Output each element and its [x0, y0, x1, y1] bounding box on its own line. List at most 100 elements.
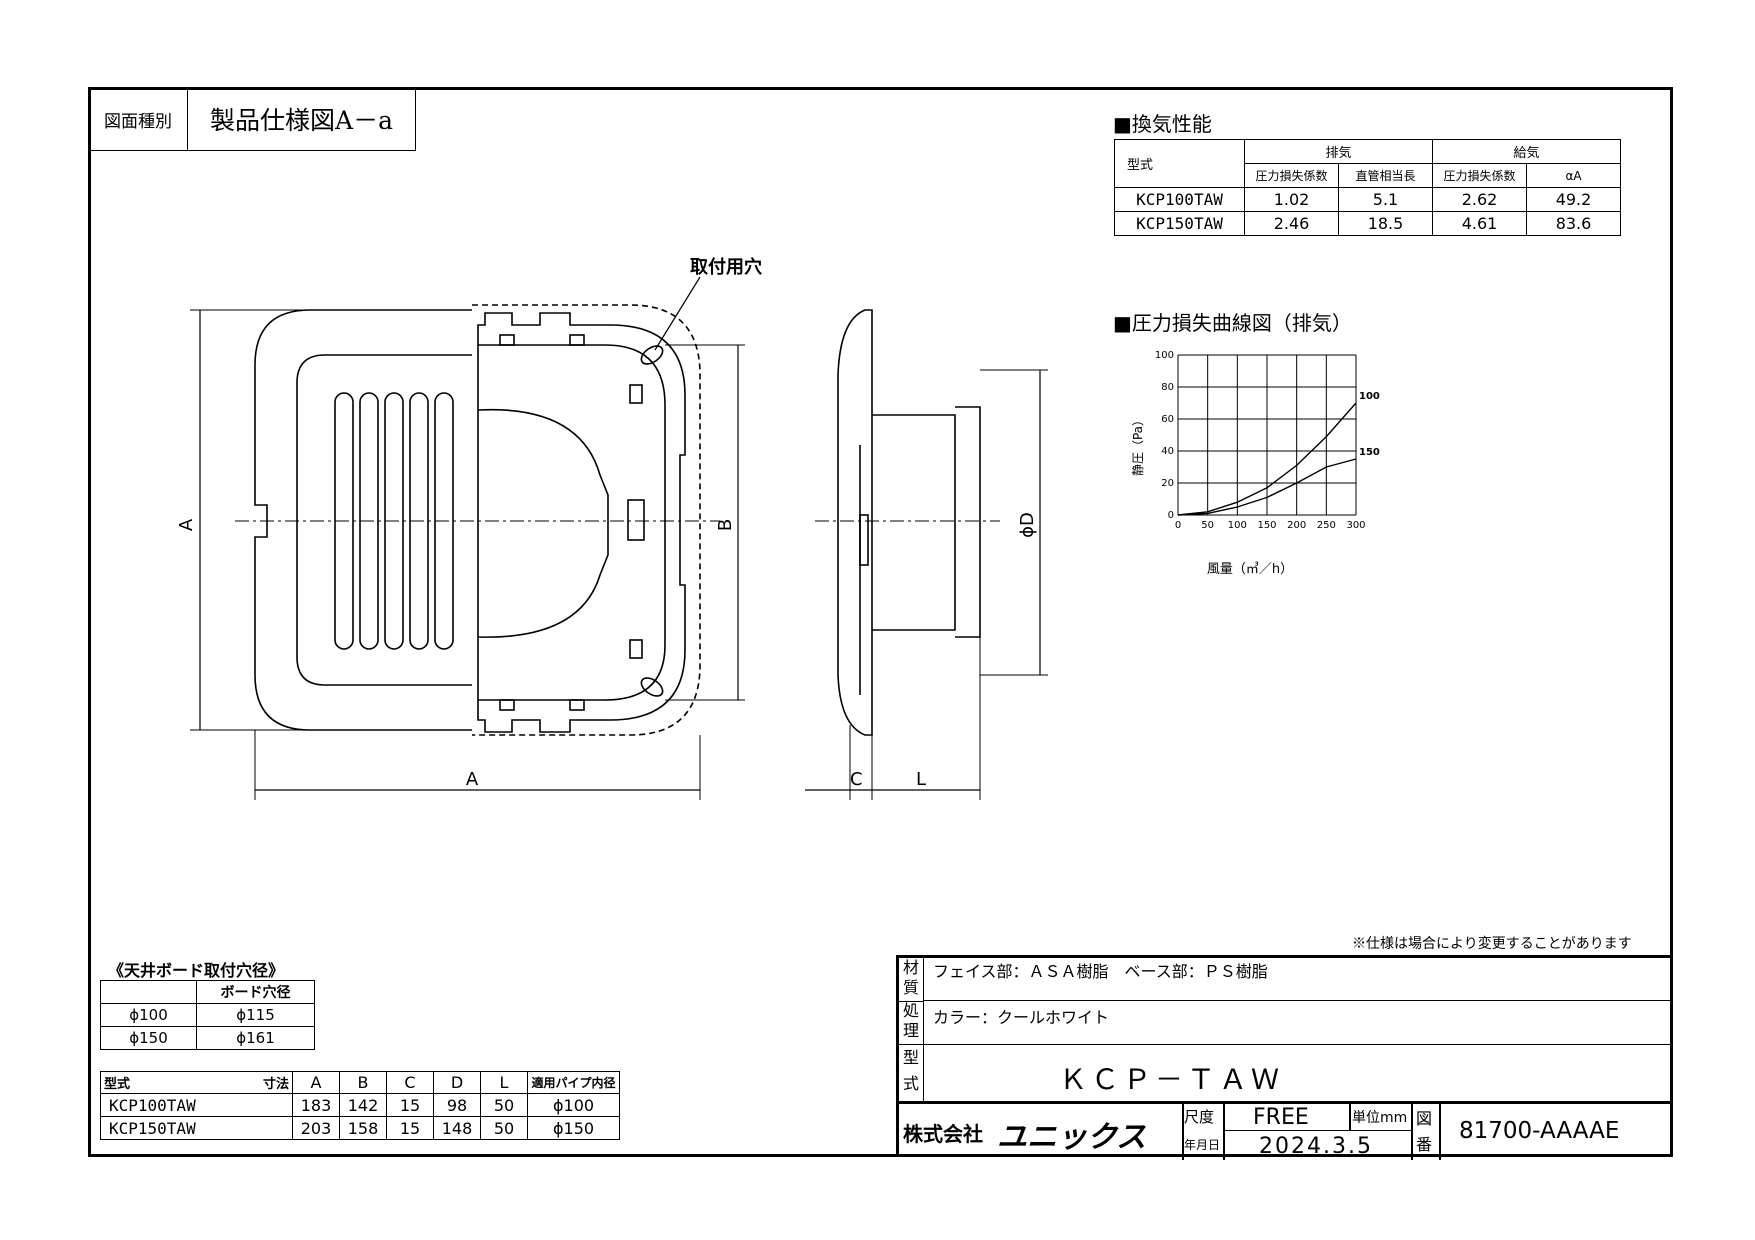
divider — [1411, 1104, 1413, 1160]
dims-cell: 142 — [339, 1093, 387, 1117]
slot — [629, 384, 643, 404]
divider — [923, 1000, 1673, 1001]
vent-cell: 2.62 — [1432, 187, 1527, 212]
product-drawing: 取付用穴 A B A ϕD C L — [176, 256, 1048, 800]
chart-x-tick: 100 — [1228, 520, 1247, 531]
title-block: 材質 フェイス部：ＡＳＡ樹脂 ベース部：ＰＳ樹脂 処理 カラー：クールホワイト … — [896, 955, 1673, 1160]
divider — [923, 1044, 1673, 1045]
dims-cell: 50 — [480, 1116, 528, 1140]
dim-label-A-vertical: A — [176, 518, 197, 531]
base-dashed-outline — [472, 304, 701, 736]
chart-x-tick: 150 — [1257, 520, 1276, 531]
dims-header: A — [292, 1071, 340, 1094]
dimension-table: 型式 寸法 A B C D L 適用パイプ内径 KCP100TAW 183 14… — [100, 1071, 620, 1140]
date-label: 年月日 — [1184, 1138, 1221, 1152]
mount-hole — [640, 677, 664, 697]
unit-label: 単位mm — [1352, 1110, 1408, 1126]
chart-y-tick: 20 — [1161, 478, 1174, 489]
vent-cell: 1.02 — [1244, 187, 1339, 212]
divider — [1439, 1104, 1441, 1160]
vent-cell: 49.2 — [1526, 187, 1621, 212]
table-row: KCP100TAW 1.02 5.1 2.62 49.2 — [1114, 187, 1621, 212]
side-view-duct — [872, 414, 956, 631]
dims-corner-cell: 型式 寸法 — [100, 1071, 293, 1094]
chart-series-line — [1177, 402, 1357, 516]
table-row: KCP150TAW 2.46 18.5 4.61 83.6 — [1114, 211, 1621, 236]
outer-frame-outline — [254, 309, 472, 731]
dim-label-D: ϕD — [1017, 512, 1038, 538]
date-value: 2024.3.5 — [1259, 1134, 1373, 1159]
vent-header-supply: 給気 — [1432, 139, 1621, 164]
duct-opening-arc — [477, 408, 609, 638]
vent-cell: KCP150TAW — [1114, 211, 1245, 236]
dims-cell: 50 — [480, 1093, 528, 1117]
dims-cell: 203 — [292, 1116, 340, 1140]
inner-frame-outline — [296, 354, 472, 686]
board-header: ボード穴径 — [196, 980, 315, 1004]
chart-x-tick: 250 — [1317, 520, 1336, 531]
drawing-number: 81700-AAAAE — [1459, 1118, 1620, 1144]
drawing-type-value: 製品仕様図A－a — [187, 87, 416, 151]
drawing-frame — [88, 87, 1673, 1157]
material-value: フェイス部：ＡＳＡ樹脂 ベース部：ＰＳ樹脂 — [933, 962, 1268, 981]
vent-cell: 2.46 — [1244, 211, 1339, 236]
chart-x-tick: 200 — [1287, 520, 1306, 531]
divider — [1182, 1104, 1184, 1160]
scale-label: 尺度 — [1184, 1108, 1215, 1126]
base-outline — [477, 312, 686, 733]
chart-x-tick: 300 — [1346, 520, 1365, 531]
finish-value: カラー：クールホワイト — [933, 1008, 1110, 1027]
chart-series-label: 150 — [1359, 447, 1380, 458]
board-corner-cell — [100, 980, 197, 1004]
dims-cell: KCP150TAW — [100, 1116, 293, 1140]
chart-x-label: 風量（㎥／h） — [1207, 562, 1293, 577]
dims-header: L — [480, 1071, 528, 1094]
drawing-no-label: 図番 — [1416, 1109, 1433, 1154]
model-label: 型式 — [899, 1045, 924, 1101]
vent-subheader: 直管相当長 — [1338, 163, 1433, 188]
spec-change-notice: ※仕様は場合により変更することがあります — [1352, 936, 1632, 952]
board-cell: ϕ161 — [196, 1026, 315, 1050]
board-cell: ϕ100 — [100, 1003, 197, 1027]
chart-y-tick: 40 — [1161, 446, 1174, 457]
board-cell: ϕ115 — [196, 1003, 315, 1027]
table-row: ϕ100 ϕ115 — [100, 1003, 315, 1027]
slot — [569, 334, 585, 346]
ventilation-table: 型式 排気 給気 圧力損失係数 直管相当長 圧力損失係数 αA KCP100TA… — [1114, 139, 1621, 236]
vent-header-exhaust: 排気 — [1244, 139, 1433, 164]
drawing-type-box: 図面種別 製品仕様図A－a — [88, 87, 416, 151]
slot — [499, 699, 515, 711]
mount-hole — [640, 345, 664, 365]
dims-corner-dim: 寸法 — [262, 1077, 289, 1092]
chart-y-tick: 80 — [1161, 382, 1174, 393]
finish-label: 処理 — [899, 1001, 924, 1045]
dims-cell: 148 — [433, 1116, 481, 1140]
chart-y-label: 静圧（Pa） — [1131, 414, 1145, 476]
vent-subheader: 圧力損失係数 — [1432, 163, 1527, 188]
dim-label-A-horizontal: A — [466, 769, 479, 790]
ventilation-title: ■換気性能 — [1113, 112, 1212, 136]
vent-cell: 83.6 — [1526, 211, 1621, 236]
divider — [1223, 1130, 1413, 1131]
dims-header: C — [386, 1071, 434, 1094]
brand-logo: ユニックス — [997, 1120, 1147, 1155]
dims-cell: ϕ100 — [527, 1093, 620, 1117]
dims-header: 適用パイプ内径 — [527, 1071, 620, 1094]
company-prefix: 株式会社 — [903, 1122, 983, 1146]
vent-cell: 18.5 — [1338, 211, 1433, 236]
dim-label-L: L — [916, 769, 926, 790]
vent-cell: KCP100TAW — [1114, 187, 1245, 212]
dims-cell: 158 — [339, 1116, 387, 1140]
chart-x-tick: 50 — [1201, 520, 1214, 531]
vent-cell: 4.61 — [1432, 211, 1527, 236]
divider — [1223, 1104, 1225, 1160]
dims-header: D — [433, 1071, 481, 1094]
chart-y-tick: 0 — [1168, 510, 1174, 521]
dims-cell: 15 — [386, 1093, 434, 1117]
chart-x-tick: 0 — [1175, 520, 1181, 531]
divider — [1349, 1104, 1351, 1130]
board-cell: ϕ150 — [100, 1026, 197, 1050]
vent-subheader: 圧力損失係数 — [1244, 163, 1339, 188]
side-view-flange — [837, 309, 873, 736]
